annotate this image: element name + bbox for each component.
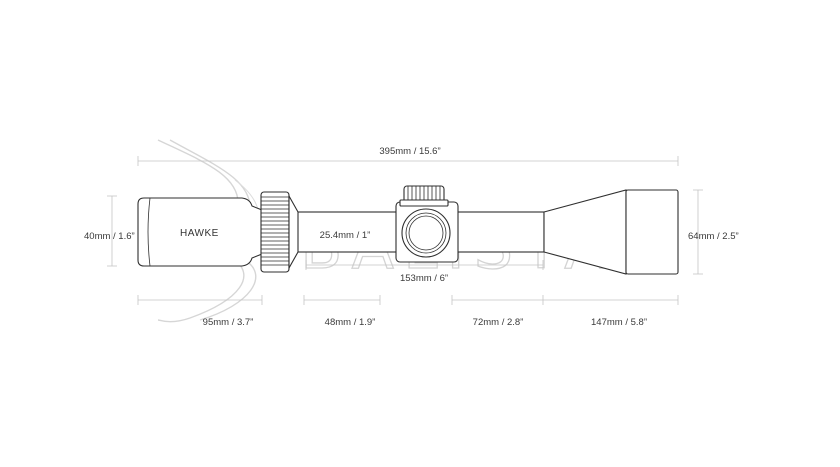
front-of-eyepiece-label: 48mm / 1.9” bbox=[325, 317, 376, 328]
brand-label: HAWKE bbox=[180, 228, 219, 239]
overall-length-label: 395mm / 15.6” bbox=[379, 146, 440, 157]
tube-diameter-label: 25.4mm / 1” bbox=[320, 230, 371, 241]
eyepiece-diameter-dimension: 40mm / 1.6” bbox=[84, 195, 135, 267]
mounting-length-label: 153mm / 6” bbox=[400, 273, 448, 284]
overall-length-dimension: 395mm / 15.6” bbox=[137, 146, 679, 166]
objective-diameter-dimension: 64mm / 2.5” bbox=[688, 189, 739, 275]
riflescope-outline bbox=[137, 185, 679, 275]
objective-diameter-label: 64mm / 2.5” bbox=[688, 231, 739, 242]
mounting-length-dimension: 153mm / 6” bbox=[305, 260, 544, 284]
eyepiece-length-label: 95mm / 3.7” bbox=[203, 317, 254, 328]
eyepiece-diameter-label: 40mm / 1.6” bbox=[84, 231, 135, 242]
objective-bell-length-label: 147mm / 5.8” bbox=[591, 317, 647, 328]
bottom-dimensions: 95mm / 3.7” 48mm / 1.9” 72mm / 2.8” 147m… bbox=[137, 295, 679, 328]
tube-before-bell-label: 72mm / 2.8” bbox=[473, 317, 524, 328]
